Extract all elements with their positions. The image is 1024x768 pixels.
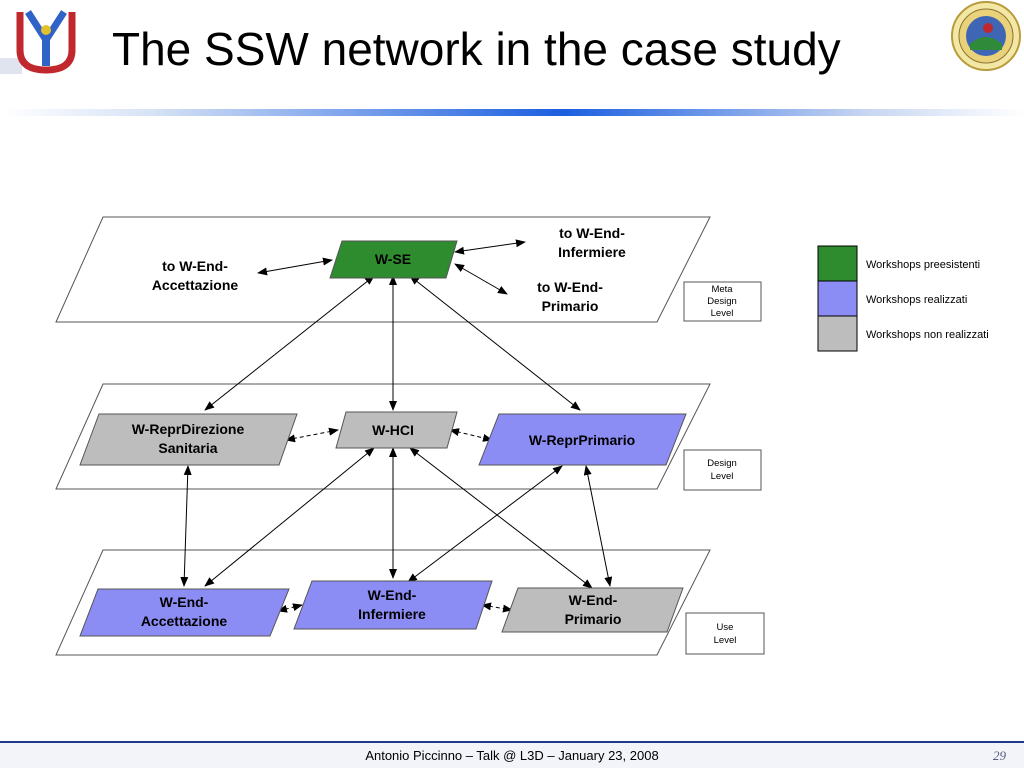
meta-level-box xyxy=(683,281,762,322)
node-end-accettazione-label-2: Accettazione xyxy=(141,613,228,629)
connector-reprprimario-primario xyxy=(583,465,613,587)
to-infermiere-label-2: Infermiere xyxy=(558,244,626,260)
use-level-label-1: Use xyxy=(717,622,734,633)
legend-swatch-not-realized xyxy=(817,315,858,352)
legend: Workshops preesistenti Workshops realizz… xyxy=(817,245,989,352)
footer-bar xyxy=(0,743,1024,768)
page-number: 29 xyxy=(993,748,1006,763)
legend-label-preexisting: Workshops preesistenti xyxy=(866,259,980,271)
node-w-end-infermiere: W-End- Infermiere xyxy=(293,580,493,630)
use-level-label-2: Level xyxy=(714,635,737,646)
use-level-box xyxy=(685,612,765,655)
node-end-primario-label-2: Primario xyxy=(565,611,622,627)
node-end-accettazione-label-1: W-End- xyxy=(160,594,209,610)
title-rule xyxy=(0,109,1024,116)
legend-swatch-realized xyxy=(817,280,858,317)
node-w-end-primario: W-End- Primario xyxy=(501,587,684,633)
node-end-infermiere-label-2: Infermiere xyxy=(358,606,426,622)
meta-level-label-2: Design xyxy=(707,296,737,307)
connector-wse-reprdirezione xyxy=(204,275,375,411)
node-end-infermiere-label-1: W-End- xyxy=(368,587,417,603)
to-accettazione-label-2: Accettazione xyxy=(152,277,239,293)
connector-reprprimario-infermiere xyxy=(407,465,563,583)
design-level-box xyxy=(683,449,762,491)
footer-rule xyxy=(0,741,1024,743)
meta-level-label-1: Meta xyxy=(711,284,733,295)
ivu-logo-icon xyxy=(0,10,76,74)
node-w-hci: W-HCI xyxy=(335,411,458,449)
node-end-primario-label-1: W-End- xyxy=(569,592,618,608)
connector-reprdirezione-accettazione xyxy=(180,465,192,587)
to-accettazione-label-1: to W-End- xyxy=(162,258,228,274)
node-w-se: W-SE xyxy=(329,240,458,279)
legend-label-not-realized: Workshops non realizzati xyxy=(866,329,989,341)
to-infermiere-label-1: to W-End- xyxy=(559,225,625,241)
to-primario-label-2: Primario xyxy=(542,298,599,314)
design-level-label-2: Level xyxy=(711,471,734,482)
design-level-label-1: Design xyxy=(707,458,737,469)
meta-level-label-3: Level xyxy=(711,308,734,319)
connector-infermiere-primario xyxy=(481,602,513,613)
connector-reprdirezione-whci xyxy=(285,427,339,443)
connector-whci-reprprimario xyxy=(449,428,493,442)
connector-wse-reprprimario xyxy=(409,275,581,411)
connector-wse-accettazione-link xyxy=(257,257,333,276)
node-repr-direzione-label-2: Sanitaria xyxy=(158,440,217,456)
connector-whci-accettazione xyxy=(204,447,375,587)
legend-label-realized: Workshops realizzati xyxy=(866,294,967,306)
slide-title: The SSW network in the case study xyxy=(112,23,841,75)
university-seal-icon xyxy=(951,1,1021,71)
footer-text: Antonio Piccinno – Talk @ L3D – January … xyxy=(365,748,659,763)
node-repr-primario-label: W-ReprPrimario xyxy=(529,432,635,448)
node-w-se-label: W-SE xyxy=(375,251,411,267)
to-primario-label-1: to W-End- xyxy=(537,279,603,295)
node-w-hci-label: W-HCI xyxy=(372,422,414,438)
connector-wse-infermiere-link xyxy=(454,239,526,255)
node-w-repr-primario: W-ReprPrimario xyxy=(478,413,687,466)
node-w-repr-direzione-sanitaria: W-ReprDirezione Sanitaria xyxy=(79,413,298,466)
node-repr-direzione-label-1: W-ReprDirezione xyxy=(132,421,245,437)
ssw-network-diagram: Meta Design Level Design Level Use Level… xyxy=(55,216,989,656)
node-w-end-accettazione: W-End- Accettazione xyxy=(79,588,290,637)
legend-swatch-preexisting xyxy=(817,245,858,282)
